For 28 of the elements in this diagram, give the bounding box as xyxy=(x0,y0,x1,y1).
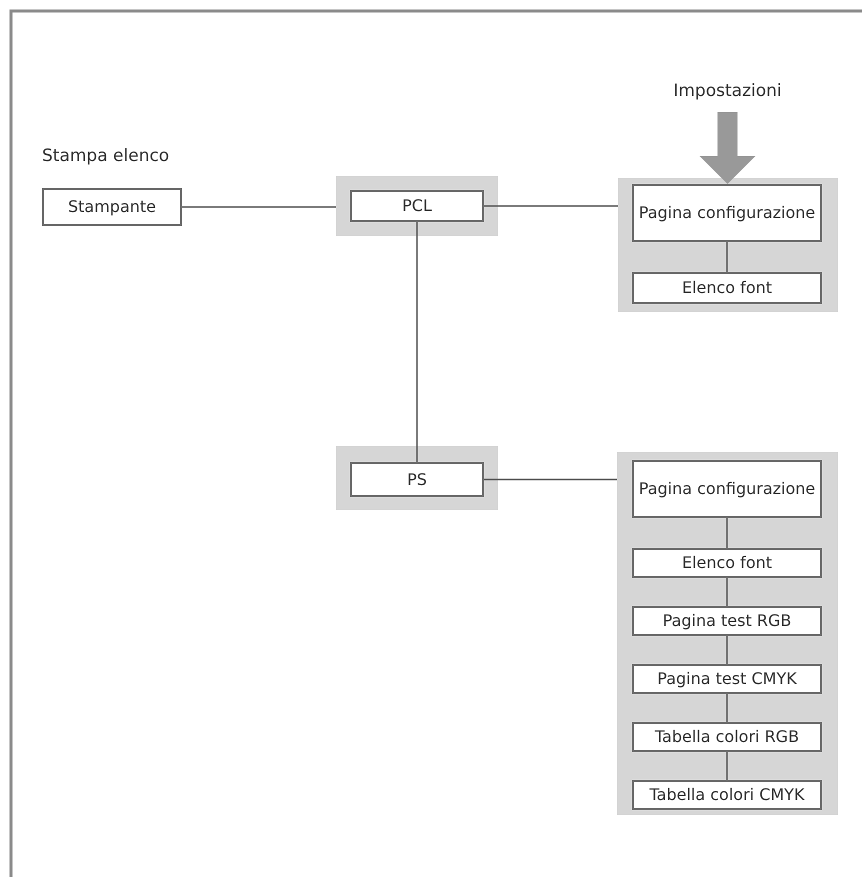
connector-line xyxy=(726,636,728,664)
process-box: PCL xyxy=(350,190,484,222)
connector-line xyxy=(182,206,336,208)
process-box: Tabella colori RGB xyxy=(632,722,822,752)
connector-line xyxy=(726,752,728,780)
process-box: Stampante xyxy=(42,188,182,226)
process-box: Pagina configurazione xyxy=(632,460,822,518)
process-box: Pagina test CMYK xyxy=(632,664,822,694)
connector-line xyxy=(726,694,728,722)
block-arrow xyxy=(700,112,756,184)
connector-line xyxy=(726,242,728,272)
caption-text: Stampa elenco xyxy=(42,146,170,166)
connector-line xyxy=(726,578,728,606)
group-panel xyxy=(336,176,498,236)
group-panel xyxy=(617,452,838,815)
group-panel xyxy=(618,178,838,312)
connector-line xyxy=(484,205,618,207)
process-box: Pagina configurazione xyxy=(632,184,822,242)
input-label: Impostazioni xyxy=(650,78,805,104)
connector-line xyxy=(484,478,617,480)
connector-line xyxy=(726,518,728,548)
connector-line xyxy=(416,222,418,462)
process-box: PS xyxy=(350,462,484,497)
process-box: Elenco font xyxy=(632,548,822,578)
group-panel xyxy=(336,446,498,510)
process-box: Elenco font xyxy=(632,272,822,304)
process-box: Pagina test RGB xyxy=(632,606,822,636)
process-box: Tabella colori CMYK xyxy=(632,780,822,810)
